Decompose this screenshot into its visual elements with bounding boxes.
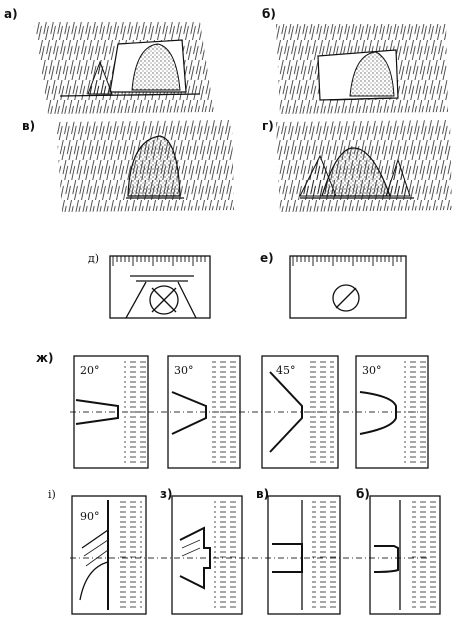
bottom-panel-2: з) — [160, 487, 243, 615]
side-wedge — [87, 60, 113, 95]
label-zh: ж) — [36, 351, 53, 365]
zh-panel-4: 30° — [355, 355, 429, 469]
label-e: е) — [260, 251, 274, 265]
scale-frame — [109, 255, 211, 319]
zh-panel-1: 20° — [73, 355, 149, 469]
edge-line — [59, 93, 201, 97]
angle-label: 90° — [80, 510, 100, 523]
support-legs — [125, 281, 197, 319]
side-wedge-left — [299, 154, 337, 197]
side-wedge-right — [385, 158, 411, 197]
dial-cross — [151, 287, 177, 313]
panel-label: з) — [160, 487, 172, 501]
figure-d: д) — [88, 252, 211, 319]
zh-panel-3: 45° — [261, 355, 339, 469]
dotted-cone — [127, 135, 181, 197]
label-a: а) — [4, 7, 18, 21]
label-d: д) — [88, 252, 99, 265]
figure-a: а) — [4, 7, 214, 114]
angle-label: 30° — [362, 364, 382, 377]
panel-label: в) — [256, 487, 269, 501]
zh-panel-2: 30° — [167, 355, 241, 469]
angle-label: 30° — [174, 364, 194, 377]
bottom-panel-3: в) — [256, 487, 341, 615]
dial-circle — [332, 284, 360, 312]
figure-zh: ж) 20° 30° 45° 30° — [36, 351, 429, 469]
scale-ticks — [112, 256, 206, 266]
figure-e: е) — [260, 251, 407, 319]
figure-g: г) — [262, 119, 452, 212]
panel-label: і) — [48, 488, 56, 501]
edge-line — [329, 97, 393, 101]
dotted-cone — [321, 147, 391, 197]
panel-label: б) — [356, 487, 370, 501]
label-g: г) — [262, 119, 274, 133]
figure-b: б) — [262, 7, 448, 114]
angle-label: 20° — [80, 364, 100, 377]
dotted-cone — [349, 51, 395, 97]
dotted-cone — [131, 43, 181, 91]
scale-frame — [289, 255, 407, 319]
label-v: в) — [22, 119, 35, 133]
label-b: б) — [262, 7, 276, 21]
bottom-panel-4: б) — [356, 487, 441, 615]
dial-needle — [335, 287, 357, 309]
figure-v: в) — [22, 119, 234, 212]
angle-label: 45° — [276, 364, 296, 377]
bottom-panel-1: і) 90° — [48, 488, 147, 615]
dial-circle — [149, 285, 179, 315]
figure-bottom: і) 90° з) в) б) — [48, 487, 441, 615]
scale-ticks — [292, 256, 402, 266]
